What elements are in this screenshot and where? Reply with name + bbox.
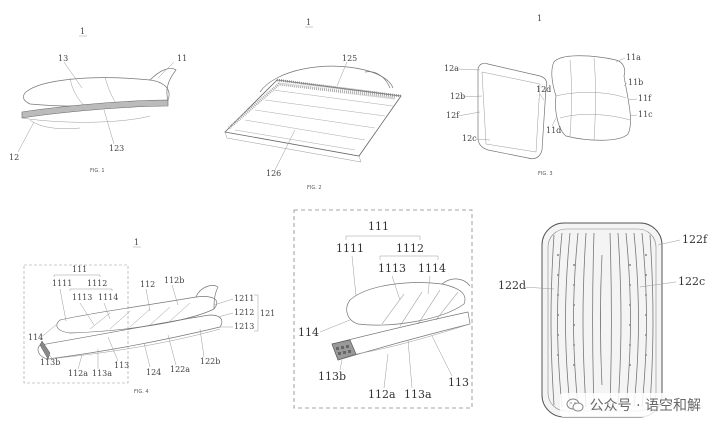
fig4-label-1112: 1112: [87, 279, 107, 288]
detail-label-113: 113: [448, 376, 469, 389]
fig4-label-112a: 112a: [68, 369, 88, 378]
fig3-label-11d: 11d: [546, 126, 561, 135]
fig4-label-113a: 113a: [92, 369, 112, 378]
fig4-caption: FIG. 4: [134, 389, 149, 395]
pad-view: 122f 122d 122c: [490, 215, 715, 431]
fig4-label-122b: 122b: [200, 357, 220, 366]
fig4-label-114: 114: [28, 333, 43, 342]
fig4-label-1212: 1212: [234, 308, 254, 317]
fig3-label-11b: 11b: [628, 78, 643, 87]
fig4-label-1114: 1114: [98, 293, 118, 302]
figure-4: 1 111 1111 1112 1113 1114 112 112b: [0, 225, 290, 431]
figure-3: 1 12a 12b 12f 12c 12d 11a 11b 11f 11c 11…: [430, 0, 715, 190]
figure-3-drawing: 1 12a 12b 12f 12c 12d 11a 11b 11f 11c 11…: [444, 14, 653, 177]
fig4-label-124: 124: [146, 368, 161, 377]
fig4-label-1211: 1211: [234, 294, 254, 303]
fig4-label-112: 112: [140, 280, 155, 289]
fig1-label-11: 11: [177, 54, 187, 63]
detail-label-114: 114: [298, 326, 319, 339]
fig1-label-123: 123: [109, 144, 124, 153]
detail-label-1114: 1114: [418, 262, 446, 275]
fig3-label-12b: 12b: [450, 92, 465, 101]
fig1-label-12: 12: [9, 153, 19, 162]
figure-4-drawing: 1 111 1111 1112 1113 1114 112 112b: [23, 238, 275, 395]
fig1-caption: FIG. 1: [90, 168, 105, 174]
fig2-title-number: 1: [306, 18, 311, 27]
figure-2-drawing: 1 125 126 FIG. 2: [224, 18, 402, 191]
fig3-title-number: 1: [537, 14, 542, 23]
fig4-label-1111: 1111: [52, 279, 72, 288]
fig2-caption: FIG. 2: [307, 185, 322, 191]
fig3-label-12f: 12f: [446, 111, 460, 120]
pad-label-122f: 122f: [682, 233, 708, 246]
pad-view-drawing: 122f 122d 122c: [498, 222, 708, 418]
fig4-label-1113: 1113: [72, 293, 92, 302]
fig4-label-121: 121: [260, 309, 275, 318]
fig3-label-11f: 11f: [638, 94, 652, 103]
fig3-label-11a: 11a: [626, 53, 641, 62]
fig4-label-111: 111: [72, 265, 87, 274]
figure-1: 1 13 11 12 123 FIG. 1: [0, 0, 215, 190]
detail-label-113a: 113a: [404, 388, 432, 401]
watermark-text: 公众号 · 语空和解: [589, 398, 701, 414]
fig2-label-125: 125: [342, 54, 357, 63]
fig3-caption: FIG. 3: [538, 171, 553, 177]
detail-label-1111: 1111: [336, 242, 364, 255]
detail-label-1113: 1113: [378, 262, 406, 275]
fig4-label-1213: 1213: [234, 322, 254, 331]
pad-label-122c: 122c: [678, 275, 705, 288]
detail-view: 111 1111 1112 1113 1114 114 113b 112a 11…: [292, 208, 474, 410]
fig4-label-113: 113: [114, 361, 129, 370]
fig3-label-12d: 12d: [536, 85, 551, 94]
fig4-label-112b: 112b: [164, 276, 184, 285]
fig4-title-number: 1: [134, 238, 139, 247]
watermark: 公众号 · 语空和解: [559, 393, 707, 417]
fig3-label-11c: 11c: [638, 110, 653, 119]
detail-label-111: 111: [368, 220, 389, 233]
fig3-label-12c: 12c: [462, 134, 477, 143]
fig2-label-126: 126: [266, 169, 281, 178]
detail-label-113b: 113b: [318, 370, 346, 383]
detail-view-drawing: 111 1111 1112 1113 1114 114 113b 112a 11…: [293, 209, 473, 409]
wechat-icon: [566, 398, 584, 412]
fig3-label-12a: 12a: [444, 64, 459, 73]
detail-label-112a: 112a: [368, 388, 396, 401]
figure-1-drawing: 1 13 11 12 123 FIG. 1: [9, 27, 187, 174]
figure-2: 1 125 126 FIG. 2: [215, 0, 430, 195]
pad-label-122d: 122d: [498, 279, 526, 292]
fig1-title-number: 1: [80, 27, 85, 36]
fig4-label-113b: 113b: [40, 358, 60, 367]
detail-label-1112: 1112: [396, 242, 424, 255]
fig4-label-122a: 122a: [170, 365, 190, 374]
fig1-label-13: 13: [58, 54, 68, 63]
